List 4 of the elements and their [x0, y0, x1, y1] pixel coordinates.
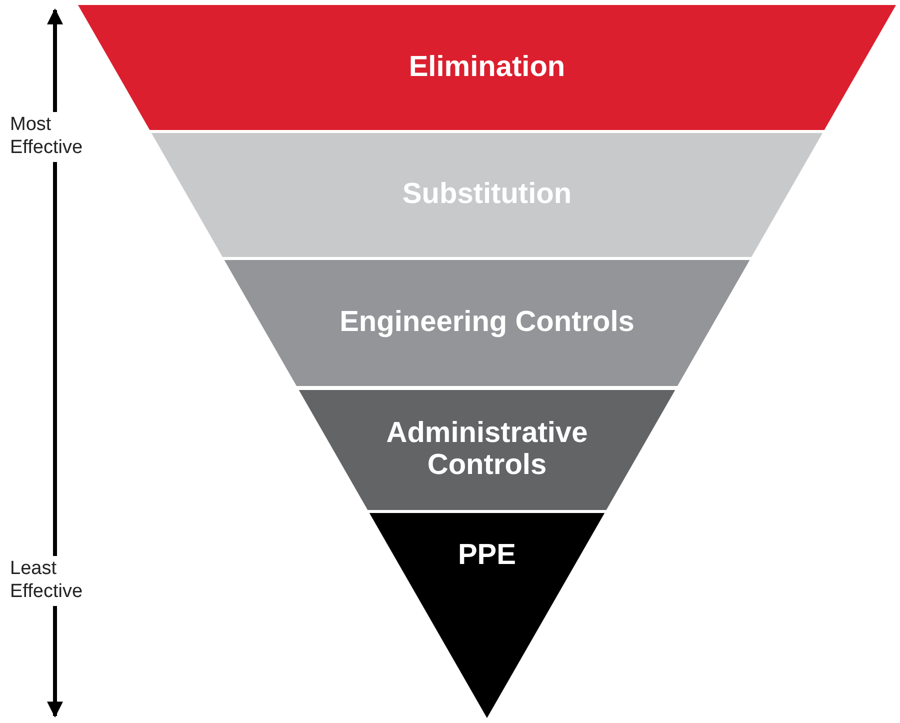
level-label: Elimination [408, 52, 566, 84]
level-label: Administrative Controls [385, 418, 589, 482]
level-label: Engineering Controls [340, 307, 634, 339]
level-label: PPE [458, 540, 516, 572]
